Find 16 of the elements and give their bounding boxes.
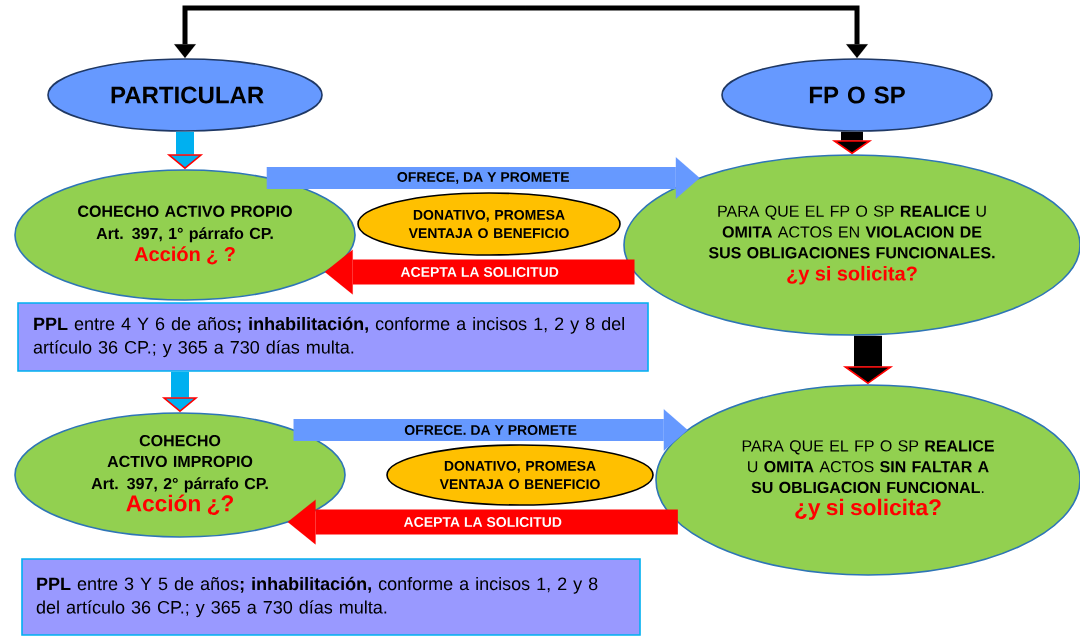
block-arrow: [287, 499, 678, 545]
connector-arrow: [174, 5, 525, 59]
block-arrow: [324, 249, 635, 295]
block-arrow: [293, 409, 688, 451]
ellipse-node: DONATIVO, PROMESA VENTAJA O BENEFICIO: [357, 192, 621, 256]
text-box: PPL entre 3 Y 5 de años; inhabilitación, conforme a incisos 1, 2 y 8 del artículo 36 CP.; y 365 a 730 días multa.: [21, 558, 641, 636]
ellipse-node: COHECHO ACTIVO IMPROPIO Art. 397, 2° párrafo CP. Acción ¿?: [14, 412, 346, 538]
connector-arrow: [525, 5, 868, 59]
ellipse-node: COHECHO ACTIVO PROPIO Art. 397, 1° párrafo CP. Acción ¿ ?: [14, 169, 356, 301]
ellipse-node: PARTICULAR: [47, 58, 323, 132]
ellipse-node: FP O SP: [721, 58, 993, 132]
block-arrow: [266, 157, 700, 199]
ellipse-node: PARA QUE EL FP O SP REALICE U OMITA ACTOS SIN FALTAR A SU OBLIGACION FUNCIONAL. ¿y si solicita?: [655, 384, 1080, 576]
text-box: PPL entre 4 Y 6 de años; inhabilitación, conforme a incisos 1, 2 y 8 del artículo 36 CP.; y 365 a 730 días multa.: [17, 302, 649, 372]
ellipse-node: PARA QUE EL FP O SP REALICE U OMITA ACTOS EN VIOLACION DE SUS OBLIGACIONES FUNCIONALES. ¿y si solicita?: [623, 154, 1080, 336]
ellipse-node: DONATIVO, PROMESA VENTAJA O BENEFICIO: [386, 444, 654, 506]
